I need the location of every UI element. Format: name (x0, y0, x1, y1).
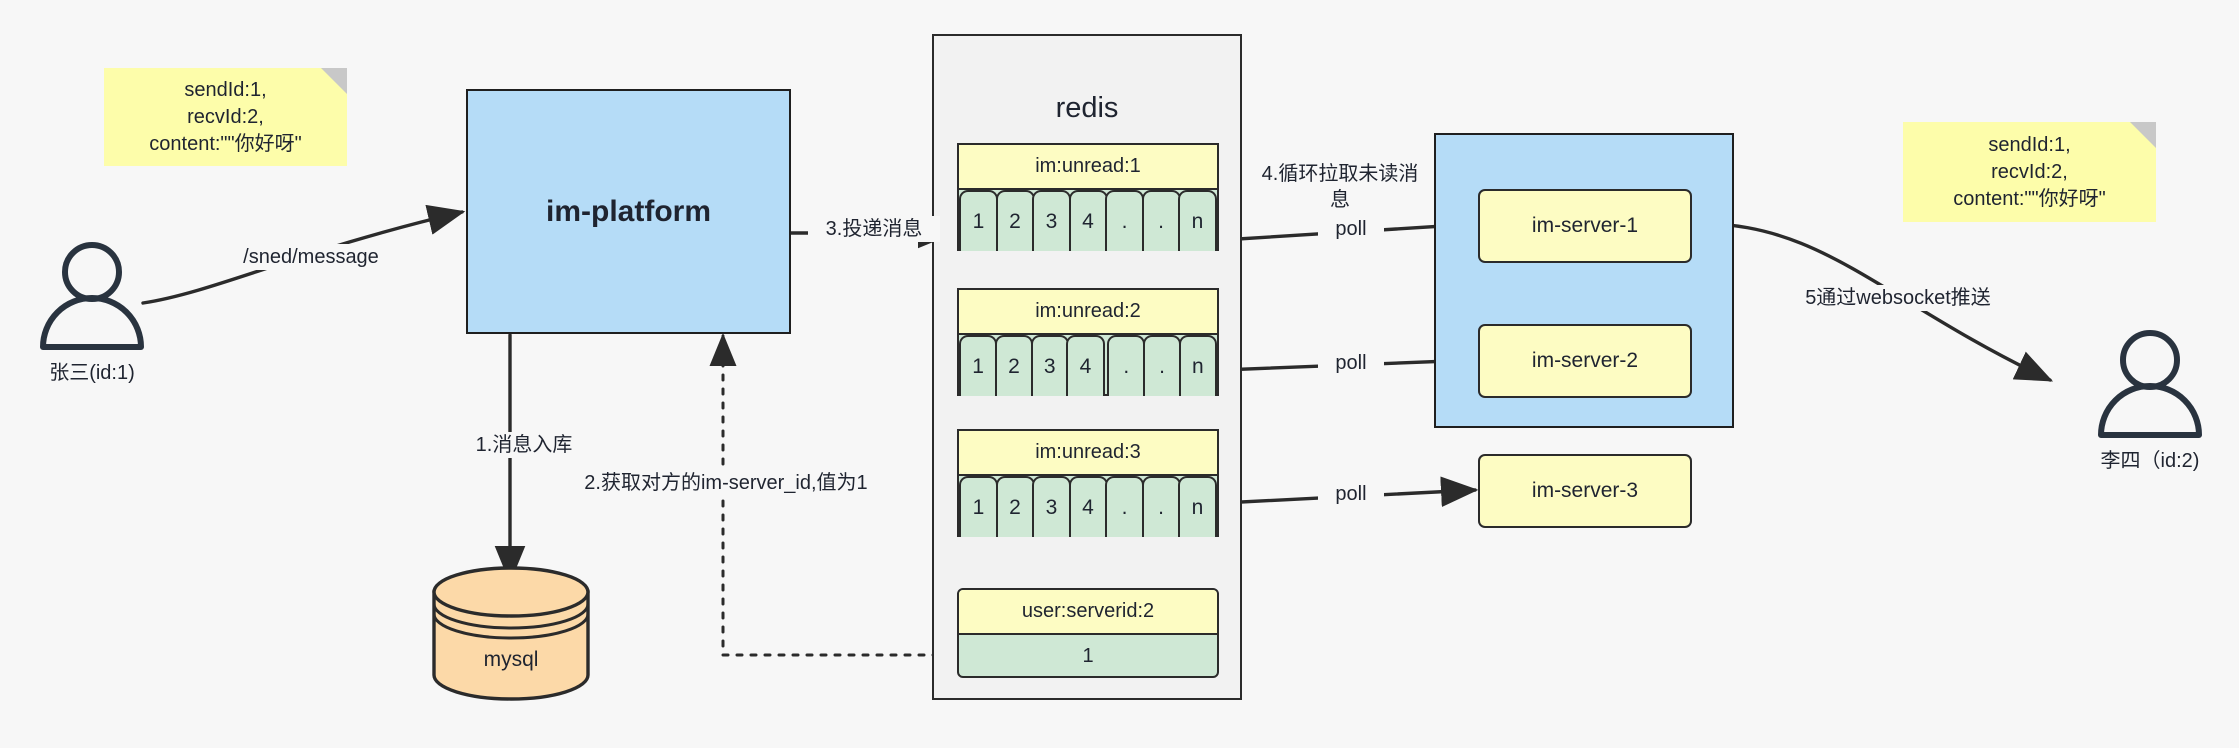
actor-sender[interactable]: 张三(id:1) (32, 240, 152, 384)
redis-cell[interactable]: . (1107, 335, 1146, 396)
redis-cell[interactable]: n (1178, 335, 1217, 396)
im-platform-label: im-platform (546, 194, 711, 228)
edge-label-step4: 4.循环拉取未读消 息 (1254, 161, 1426, 213)
note-left-text: sendId:1, recvId:2, content:""你好呀" (149, 78, 302, 155)
redis-key-im-unread-2[interactable]: im:unread:2 1 2 3 4 . . n (957, 288, 1219, 396)
mysql-database[interactable]: mysql (430, 566, 592, 701)
edge-label-step2: 2.获取对方的im-server_id,值为1 (574, 470, 878, 496)
redis-title: redis (1055, 92, 1119, 124)
note-left-message-payload: sendId:1, recvId:2, content:""你好呀" (104, 68, 347, 166)
redis-cell[interactable]: 4 (1066, 335, 1105, 396)
redis-key-im-unread-3[interactable]: im:unread:3 1 2 3 4 . . n (957, 429, 1219, 537)
redis-key-name: user:serverid:2 (959, 590, 1217, 635)
redis-key-user-serverid-2[interactable]: user:serverid:2 1 (957, 588, 1219, 678)
redis-cell[interactable]: 2 (995, 190, 1035, 251)
redis-key-name: im:unread:3 (959, 431, 1217, 476)
actor-sender-label: 张三(id:1) (49, 362, 135, 384)
edge-label-step5: 5通过websocket推送 (1788, 285, 2008, 311)
edge-label-poll-3: poll (1318, 481, 1384, 507)
im-server-1-label: im-server-1 (1531, 214, 1639, 237)
note-fold-icon (321, 68, 347, 94)
redis-cell[interactable]: 2 (995, 476, 1035, 537)
im-server-3-label: im-server-3 (1531, 479, 1639, 502)
edge-label-send-message: /sned/message (229, 244, 393, 270)
edge-label-step1: 1.消息入库 (452, 432, 596, 458)
redis-cell[interactable]: 3 (1032, 190, 1071, 251)
redis-cell[interactable]: n (1178, 190, 1217, 251)
im-server-2-label: im-server-2 (1531, 349, 1639, 372)
redis-cell[interactable]: 1 (959, 476, 998, 537)
redis-key-cells: 1 2 3 4 . . n (959, 476, 1217, 537)
redis-cell[interactable]: n (1178, 476, 1217, 537)
redis-cell[interactable]: . (1105, 476, 1144, 537)
redis-key-value: 1 (1082, 644, 1094, 667)
mysql-label: mysql (483, 648, 539, 671)
im-platform-box[interactable]: im-platform (466, 89, 791, 334)
redis-key-name: im:unread:2 (959, 290, 1217, 335)
actor-receiver[interactable]: 李四（id:2) (2090, 328, 2210, 472)
redis-key-im-unread-1[interactable]: im:unread:1 1 2 3 4 . . n (957, 143, 1219, 251)
redis-cell[interactable]: . (1141, 476, 1181, 537)
redis-cell[interactable]: . (1142, 335, 1182, 396)
edge-label-poll-1: poll (1318, 216, 1384, 242)
actor-receiver-label: 李四（id:2) (2100, 450, 2200, 472)
edge-label-poll-2: poll (1318, 350, 1384, 376)
note-right-message-payload: sendId:1, recvId:2, content:""你好呀" (1903, 122, 2156, 222)
note-fold-icon (2130, 122, 2156, 148)
edge-label-step3: 3.投递消息 (808, 216, 940, 242)
redis-cell[interactable]: 1 (959, 190, 998, 251)
redis-cell[interactable]: 4 (1068, 476, 1108, 537)
im-server-1-box[interactable]: im-server-1 (1478, 189, 1692, 263)
redis-cell[interactable]: 1 (959, 335, 998, 396)
im-server-3-box[interactable]: im-server-3 (1478, 454, 1692, 528)
person-icon (40, 242, 144, 350)
database-cylinder-icon (432, 566, 590, 701)
redis-cell[interactable]: . (1105, 190, 1144, 251)
note-right-text: sendId:1, recvId:2, content:""你好呀" (1953, 133, 2106, 210)
redis-cell[interactable]: 3 (1030, 335, 1069, 396)
redis-key-name: im:unread:1 (959, 145, 1217, 190)
redis-cell[interactable]: 4 (1068, 190, 1108, 251)
redis-key-cells: 1 2 3 4 . . n (959, 190, 1217, 251)
redis-cell[interactable]: 2 (994, 335, 1034, 396)
redis-cell[interactable]: . (1141, 190, 1181, 251)
redis-cell[interactable]: 3 (1032, 476, 1071, 537)
redis-key-cells: 1 2 3 4 . . n (959, 335, 1217, 396)
im-server-2-box[interactable]: im-server-2 (1478, 324, 1692, 398)
person-icon (2098, 330, 2202, 438)
